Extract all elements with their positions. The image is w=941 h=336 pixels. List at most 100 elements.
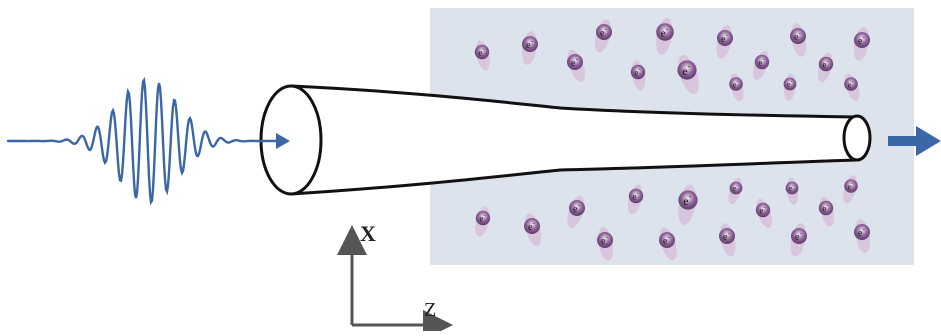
- electron-label: e-: [721, 31, 728, 45]
- electron: e-: [853, 27, 870, 61]
- electron-label: e-: [682, 62, 690, 78]
- electron-core: [475, 210, 491, 226]
- electron: e-: [597, 227, 614, 261]
- electron: e-: [567, 195, 585, 229]
- channel-exit: [842, 114, 872, 162]
- electron-core: [628, 188, 644, 204]
- electron-core: [677, 60, 697, 80]
- electron-label: e-: [661, 24, 669, 40]
- x-axis-label: X: [360, 221, 376, 246]
- electron-label: e-: [571, 55, 578, 69]
- electron-cloud: e-e-e-e-e-e-e-e-e-e-e-e-e-e-e-e-e-e-e-e-…: [474, 17, 871, 261]
- electron-core: [790, 28, 806, 44]
- electron-label: e-: [794, 29, 801, 43]
- electron-label: e-: [822, 58, 828, 69]
- electron: e-: [678, 184, 698, 225]
- electron-label: e-: [632, 190, 638, 202]
- electron-label: e-: [858, 33, 865, 47]
- electron-core: [791, 228, 807, 244]
- electron-core: [522, 36, 538, 52]
- electron-label: e-: [848, 79, 854, 89]
- electron-core: [596, 24, 612, 40]
- electron: e-: [844, 73, 860, 101]
- electron-label: e-: [789, 183, 795, 193]
- electron-label: e-: [634, 66, 640, 78]
- electron: e-: [854, 219, 871, 253]
- electron-core: [659, 232, 675, 248]
- electron-core: [719, 228, 735, 244]
- electron-label: e-: [723, 229, 730, 243]
- electron-core: [474, 44, 490, 60]
- electron-label: e-: [822, 202, 828, 214]
- laser-channel: [259, 84, 872, 196]
- electron-core: [678, 190, 698, 210]
- electron: e-: [790, 23, 807, 57]
- laser-pulse-waveform: [6, 76, 278, 206]
- electron-label: e-: [795, 229, 802, 243]
- electron: e-: [818, 196, 835, 227]
- electron-label: e-: [478, 46, 484, 58]
- electron-core: [524, 218, 540, 234]
- electron-core: [656, 23, 674, 41]
- electron-core: [783, 77, 797, 91]
- electron: e-: [783, 73, 797, 101]
- electron: e-: [785, 177, 799, 205]
- electron-core: [818, 200, 834, 216]
- electron: e-: [567, 49, 586, 82]
- z-axis-label: Z: [424, 299, 436, 321]
- electron-label: e-: [759, 204, 765, 216]
- electron-core: [844, 179, 858, 193]
- electron: e-: [627, 184, 644, 215]
- electron: e-: [594, 19, 612, 53]
- electron-label: e-: [787, 79, 793, 89]
- electron-core: [785, 181, 799, 195]
- electron-label: e-: [683, 192, 691, 208]
- electron-core: [754, 54, 770, 70]
- electron-label: e-: [733, 79, 739, 89]
- electron: e-: [728, 177, 743, 205]
- electron: e-: [729, 73, 744, 102]
- electron-label: e-: [848, 181, 854, 191]
- electron-label: e-: [573, 201, 580, 215]
- electron-label: e-: [858, 225, 865, 239]
- electron-label: e-: [663, 233, 670, 247]
- electron: e-: [716, 25, 733, 59]
- electron: e-: [659, 227, 677, 261]
- electron-core: [729, 181, 743, 195]
- electron-core: [729, 77, 743, 91]
- electron-core: [854, 32, 870, 48]
- electron: e-: [630, 60, 646, 91]
- electron-core: [854, 224, 870, 240]
- electron-core: [597, 232, 613, 248]
- electron: e-: [524, 213, 542, 247]
- electron: e-: [755, 198, 773, 228]
- electron: e-: [677, 54, 699, 95]
- electron-label: e-: [528, 219, 535, 233]
- electron: e-: [475, 206, 491, 237]
- electron: e-: [522, 31, 538, 65]
- electron-label: e-: [526, 37, 533, 51]
- electron: e-: [752, 50, 770, 80]
- electron-core: [569, 200, 585, 216]
- electron: e-: [719, 223, 736, 257]
- electron-label: e-: [733, 183, 739, 193]
- electron: e-: [843, 175, 858, 204]
- electron-core: [755, 202, 771, 218]
- electron-core: [818, 56, 834, 72]
- electron-label: e-: [600, 25, 607, 39]
- electron: e-: [790, 223, 807, 257]
- electron-label: e-: [601, 233, 608, 247]
- electron-core: [630, 64, 646, 80]
- output-arrow: [888, 126, 941, 156]
- electron: e-: [655, 17, 674, 55]
- electron: e-: [817, 52, 834, 83]
- laser-pulse-arrowhead: [276, 133, 290, 149]
- electron-label: e-: [758, 56, 764, 67]
- electron-label: e-: [479, 212, 485, 224]
- electron-core: [717, 30, 733, 46]
- electron: e-: [474, 40, 490, 71]
- electron-core: [844, 77, 858, 91]
- coordinate-axes: X Z: [337, 221, 453, 336]
